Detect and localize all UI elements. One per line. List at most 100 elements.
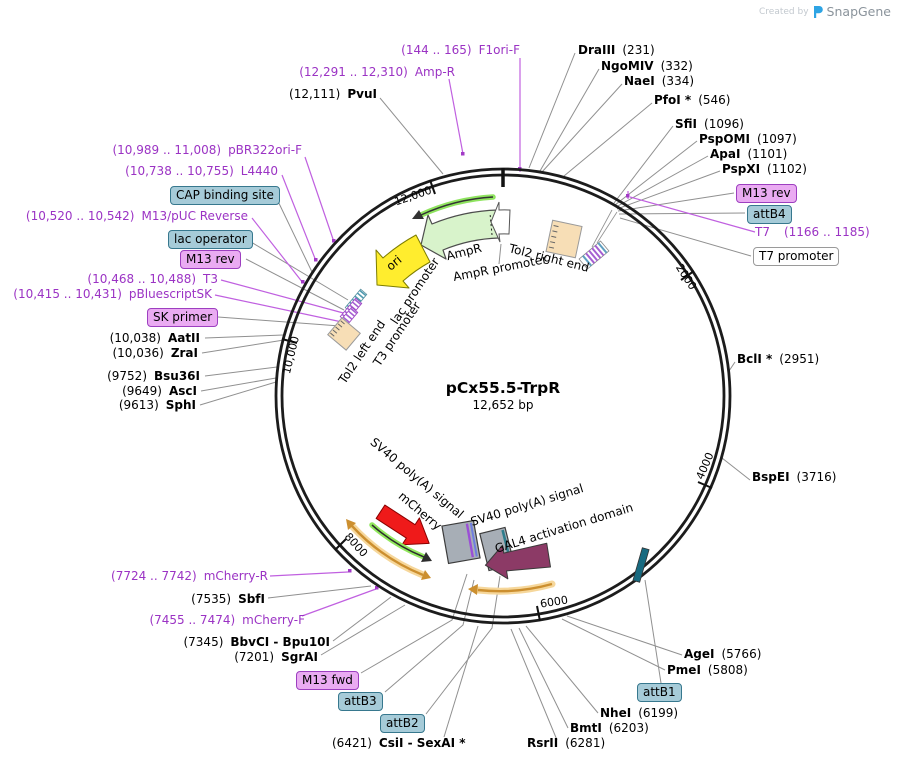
primer-label-t7[interactable]: T7(1166 .. 1185) [755,225,870,240]
enzyme-pos: (9752) [107,369,147,383]
primer-name: pBluescriptSK [128,287,212,301]
primer-range: (10,415 .. 10,431) [13,287,122,301]
mcherry-feature-arrow[interactable] [372,498,438,556]
primer-label-l4440[interactable]: (10,738 .. 10,755) L4440 [125,164,278,179]
enzyme-name: BbvCI - Bpu10I [230,635,330,649]
attb4-site-box[interactable] [578,240,610,270]
enzyme-label-bsu36i[interactable]: (9752)Bsu36I [107,369,200,384]
enzyme-label-pspxi[interactable]: PspXI(1102) [722,162,807,177]
primer-range: (10,520 .. 10,542) [25,209,135,223]
gal4-feature-arrow[interactable] [483,538,552,582]
enzyme-name: ApaI [710,147,741,161]
tol2-right-end-box[interactable] [545,219,583,259]
enzyme-name: NgoMIV [601,59,654,73]
enzyme-label-bmti[interactable]: BmtI (6203) [570,721,649,736]
ori-feature-arrow[interactable] [375,234,431,289]
primer-range: (10,989 .. 11,008) [112,143,222,157]
enzyme-pos: (6203) [608,721,649,735]
enzyme-name: PfoI * [654,93,692,107]
enzyme-name: PmeI [667,663,701,677]
tag-attb4[interactable]: attB4 [747,205,792,224]
primer-label-mcherry-r[interactable]: (7724 .. 7742)mCherry-R [111,569,268,584]
enzyme-name: SgrAI [281,650,318,664]
tag-attb3[interactable]: attB3 [338,692,383,711]
ampr-promoter-arrow[interactable] [490,201,511,243]
primer-label-pbluescriptsk[interactable]: (10,415 .. 10,431) pBluescriptSK [13,287,212,302]
tol2-left-end-box[interactable] [327,317,361,351]
enzyme-label-pfoi[interactable]: PfoI * (546) [654,93,731,108]
sv40-polya-box-1[interactable] [441,519,481,565]
tag-m13-rev-right[interactable]: M13 rev [736,184,797,203]
enzyme-label-rsrii[interactable]: RsrII(6281) [527,736,605,751]
enzyme-label-pvui[interactable]: (12,111)PvuI [289,87,377,102]
callout-lines [199,52,752,741]
enzyme-name: RsrII [527,736,559,750]
enzyme-label-apai[interactable]: ApaI(1101) [710,147,787,162]
enzyme-label-ngomiv[interactable]: NgoMIV(332) [601,59,693,74]
enzyme-name: BmtI [570,721,602,735]
enzyme-label-csii[interactable]: (6421)CsiI - SexAI * [332,736,466,751]
enzyme-pos: (334) [661,74,695,88]
primer-label-amp-r[interactable]: (12,291 .. 12,310) Amp-R [299,65,455,80]
enzyme-label-draiii[interactable]: DraIII(231) [578,43,655,58]
enzyme-pos: (10,038) [109,331,161,345]
enzyme-pos: (231) [622,43,655,57]
primer-callout-lines [214,58,756,617]
primer-label-m13-puc-reverse[interactable]: (10,520 .. 10,542)M13/pUC Reverse [25,209,248,224]
primer-range: (10,468 .. 10,488) [87,272,197,286]
tag-lac-operator[interactable]: lac operator [168,230,253,249]
tag-attb1[interactable]: attB1 [637,683,682,702]
tag-attb2[interactable]: attB2 [380,714,425,733]
enzyme-pos: (9613) [118,398,159,412]
tag-m13-fwd[interactable]: M13 fwd [296,671,359,690]
enzyme-pos: (546) [698,93,731,107]
tag-sk-primer[interactable]: SK primer [147,308,219,327]
enzyme-pos: (12,111) [289,87,341,101]
primer-range: (12,291 .. 12,310) [299,65,408,79]
enzyme-label-naei[interactable]: NaeI (334) [624,74,695,89]
enzyme-label-asci[interactable]: (9649) AscI [122,384,197,399]
enzyme-name: AscI [168,384,197,398]
primer-range: (7724 .. 7742) [111,569,197,583]
enzyme-name: NaeI [624,74,655,88]
primer-label-t3[interactable]: (10,468 .. 10,488)T3 [87,272,218,287]
tag-m13-rev-left[interactable]: M13 rev [180,250,241,269]
enzyme-pos: (1102) [767,162,807,176]
enzyme-pos: (6421) [332,736,372,750]
enzyme-label-pspomi[interactable]: PspOMI(1097) [699,132,797,147]
enzyme-label-nhei[interactable]: NheI(6199) [600,706,678,721]
plasmid-size: 12,652 bp [472,398,534,412]
mcs-left-cluster[interactable] [327,288,368,351]
enzyme-pos: (9649) [122,384,162,398]
enzyme-label-sbfi[interactable]: (7535) SbfI [191,592,265,607]
enzyme-pos: (7345) [183,635,224,649]
attb1-site-box[interactable] [632,547,650,583]
primer-name: L4440 [240,164,278,178]
enzyme-label-pmei[interactable]: PmeI(5808) [667,663,748,678]
primer-label-mcherry-f[interactable]: (7455 .. 7474)mCherry-F [149,613,305,628]
tag-t7-promoter[interactable]: T7 promoter [753,247,840,266]
enzyme-label-agei[interactable]: AgeI(5766) [684,647,761,662]
primer-label-f1ori-f[interactable]: (144 .. 165)F1ori-F [401,43,520,58]
primer-name: pBR322ori-F [228,143,302,157]
enzyme-name: SbfI [238,592,265,606]
enzyme-label-bspei[interactable]: BspEI(3716) [752,470,837,485]
primer-range: (10,738 .. 10,755) [125,164,234,178]
enzyme-pos: (7535) [191,592,232,606]
enzyme-label-zrai[interactable]: (10,036)ZraI [112,346,198,361]
primer-label-pbr322ori-f[interactable]: (10,989 .. 11,008) pBR322ori-F [112,143,302,158]
plasmid-name: pCx55.5-TrpR [445,379,561,397]
enzyme-pos: (3716) [796,470,837,484]
enzyme-label-bcli[interactable]: BclI *(2951) [737,352,819,367]
ampr-feature-arrow[interactable] [420,209,500,260]
enzyme-label-sgrai[interactable]: (7201)SgrAI [234,650,318,665]
enzyme-label-bbvci[interactable]: (7345) BbvCI - Bpu10I [183,635,330,650]
primer-name: Amp-R [414,65,455,79]
gold-arc-left [346,519,431,580]
enzyme-label-sfii[interactable]: SfiI(1096) [675,117,744,132]
tag-cap-binding-site[interactable]: CAP binding site [170,186,280,205]
scale-ticks [281,168,713,622]
enzyme-label-aatii[interactable]: (10,038)AatII [109,331,200,346]
enzyme-label-sphi[interactable]: (9613)SphI [118,398,196,413]
enzyme-name: NheI [600,706,632,720]
